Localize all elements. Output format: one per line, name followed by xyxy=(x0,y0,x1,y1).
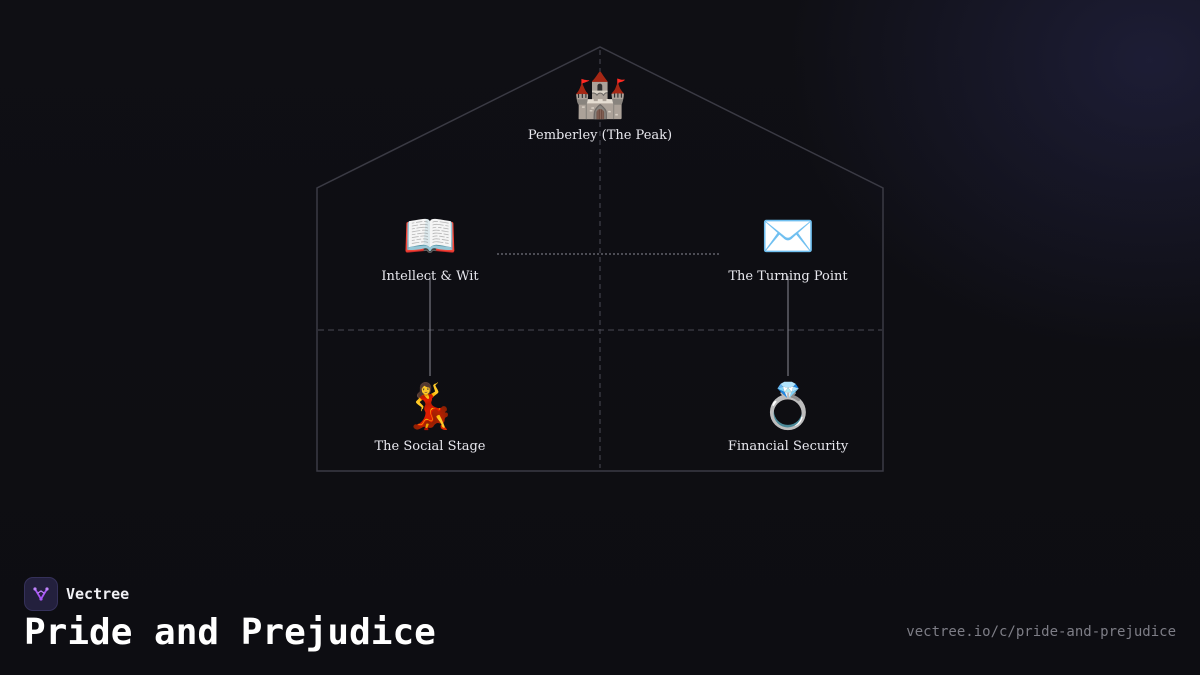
brand-name: Vectree xyxy=(66,585,130,603)
vectree-logo-icon xyxy=(24,577,58,611)
node-label: Intellect & Wit xyxy=(381,269,479,284)
page-title: Pride and Prejudice xyxy=(24,612,436,653)
node-financial-security: 💍 Financial Security xyxy=(688,381,888,454)
node-turning-point: ✉️ The Turning Point xyxy=(688,211,888,284)
node-intellect: 📖 Intellect & Wit xyxy=(330,211,530,284)
node-peak: 🏰 Pemberley (The Peak) xyxy=(500,70,700,143)
open-book-icon: 📖 xyxy=(402,211,458,262)
dancer-icon: 💃 xyxy=(402,381,458,432)
node-social-stage: 💃 The Social Stage xyxy=(330,381,530,454)
castle-icon: 🏰 xyxy=(572,70,628,121)
ring-icon: 💍 xyxy=(760,381,816,432)
page-url[interactable]: vectree.io/c/pride-and-prejudice xyxy=(906,624,1176,640)
house-outline xyxy=(316,46,884,472)
envelope-icon: ✉️ xyxy=(760,211,816,262)
brand[interactable]: Vectree xyxy=(24,577,129,611)
node-label: The Turning Point xyxy=(728,269,848,284)
node-label: Financial Security xyxy=(727,439,849,454)
node-label: Pemberley (The Peak) xyxy=(527,128,673,143)
node-label: The Social Stage xyxy=(374,439,486,454)
